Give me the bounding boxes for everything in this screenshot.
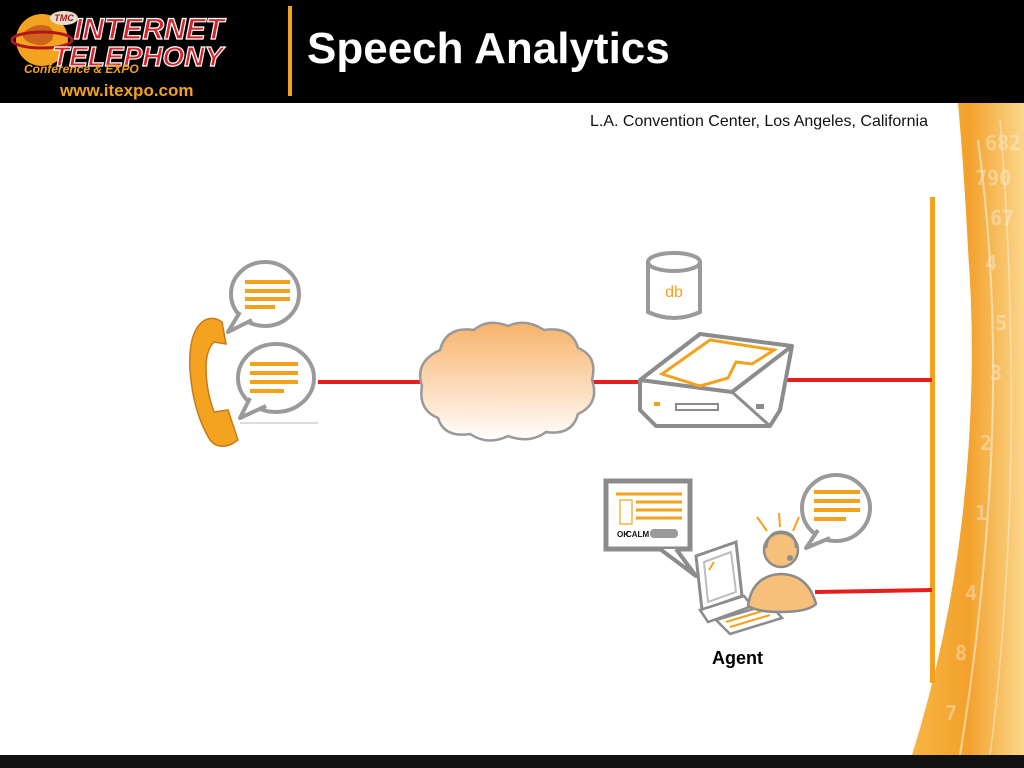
agent-label: Agent [712, 648, 763, 668]
header-divider [288, 6, 292, 96]
logo-line1: INTERNET [74, 13, 227, 46]
svg-text:1: 1 [975, 501, 987, 525]
svg-text:8: 8 [955, 641, 967, 665]
svg-text:5: 5 [995, 311, 1007, 335]
svg-text:67: 67 [990, 206, 1014, 230]
svg-text:3: 3 [990, 361, 1002, 385]
phone-icon [189, 317, 239, 447]
slide-title: Speech Analytics [307, 24, 670, 73]
svg-text:2: 2 [980, 431, 992, 455]
network-cloud-icon [418, 321, 596, 442]
speech-bubble-icon [800, 473, 872, 550]
agent-screen-popup-icon: OK CALM [603, 478, 698, 578]
server-appliance-icon [638, 332, 794, 428]
database-icon: db [646, 251, 702, 320]
connection-lines [318, 378, 933, 594]
speech-bubble-icon [226, 260, 301, 334]
logo-line3: Conference & EXPO [24, 62, 139, 76]
itexpo-logo: TMC INTERNET TELEPHONY Conference & EXPO… [10, 11, 227, 100]
svg-text:4: 4 [965, 581, 977, 605]
tmc-badge-text: TMC [54, 13, 74, 23]
svg-text:790: 790 [975, 166, 1011, 190]
logo-line2: TELEPHONY [52, 41, 225, 72]
logo-url: www.itexpo.com [59, 81, 194, 100]
screen-calm-text: CALM [626, 530, 649, 539]
svg-text:4: 4 [985, 251, 997, 275]
db-label: db [665, 284, 683, 301]
venue-text: L.A. Convention Center, Los Angeles, Cal… [590, 113, 928, 130]
screen-ok-text: OK [617, 530, 629, 539]
agent-person-icon [746, 512, 818, 614]
speech-bubble-icon [236, 342, 316, 420]
header-bar: TMC INTERNET TELEPHONY Conference & EXPO… [0, 0, 1024, 103]
svg-text:682: 682 [985, 131, 1021, 155]
footer-bar [0, 755, 1024, 768]
svg-text:7: 7 [945, 701, 957, 725]
